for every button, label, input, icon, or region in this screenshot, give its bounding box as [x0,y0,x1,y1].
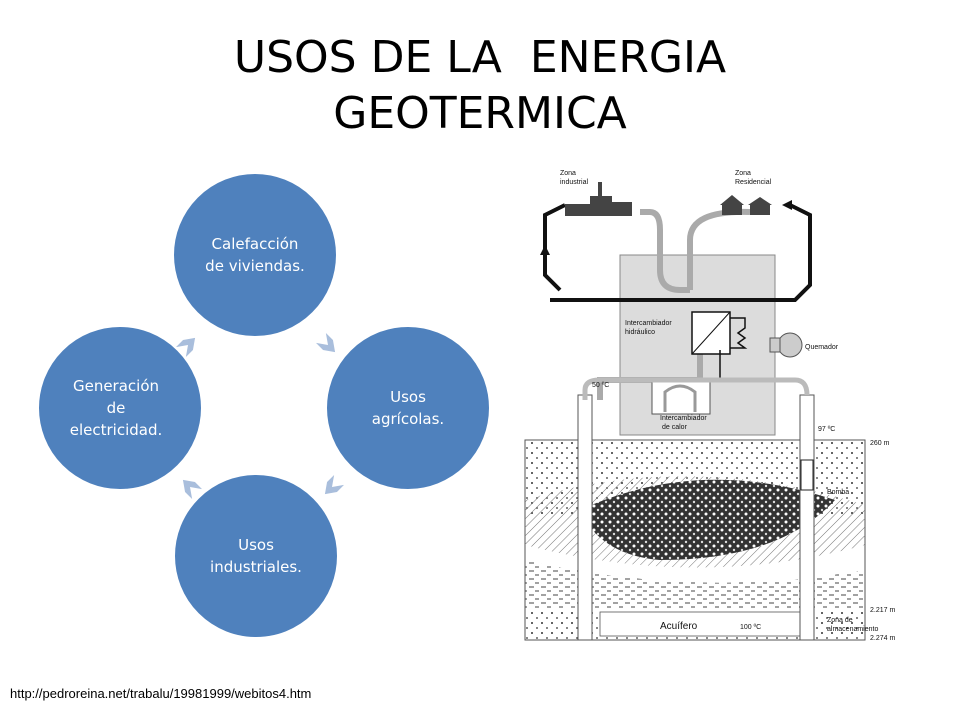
wells [577,394,815,641]
label-acuifero: Acuífero [660,621,698,632]
heat-exchanger [651,377,711,415]
aquifer-body [580,479,835,560]
cycle-diagram [37,172,491,639]
node-calefaccion [172,172,338,338]
label-zona-industrial-2: industrial [560,179,588,186]
label-interc-calor-1: Intercambiador [660,415,707,422]
node-label-industriales: Usos industriales. [210,536,302,576]
label-quemador: Quemador [805,344,839,351]
loop-arrows [540,200,792,255]
node-label-agricolas: Usos agrícolas. [371,388,445,428]
slide-title: USOS DE LA ENERGIA GEOTERMICA [0,30,960,142]
node-agricolas [325,325,491,491]
label-zona-industrial-1: Zona [560,170,576,177]
label-zona-almac-1: Zona de [827,617,853,624]
source-link[interactable]: http://pedroreina.net/trabalu/19981999/w… [10,686,312,701]
title-line-1: USOS DE LA ENERGIA [233,32,727,83]
node-industriales [173,473,339,639]
label-depth-2217: 2.217 m [870,607,895,614]
title-line-2: GEOTERMICA [333,88,627,139]
label-interc-hidraulico-1: Intercambiador [625,320,672,327]
industrial-buildings [565,182,632,216]
label-temp-50: 50 ºC [592,382,609,389]
node-label-calefaccion: Calefacción de viviendas. [205,235,305,275]
label-zona-residencial-1: Zona [735,170,751,177]
node-label-electricidad: Generación de electricidad. [69,377,163,439]
label-zona-residencial-2: Residencial [735,179,772,186]
residential-buildings [720,195,772,215]
label-temp-97: 97 ºC [818,426,835,433]
label-interc-calor-2: de calor [662,424,688,431]
label-depth-2274: 2.274 m [870,635,895,642]
label-zona-almac-2: almacenamiento [827,626,878,633]
label-temp-100: 100 ºC [740,624,761,631]
node-electricidad [37,325,203,491]
burner [777,332,803,358]
label-depth-260: 260 m [870,440,890,447]
label-bomba: Bomba [827,489,849,496]
label-interc-hidraulico-2: hidráulico [625,329,655,336]
